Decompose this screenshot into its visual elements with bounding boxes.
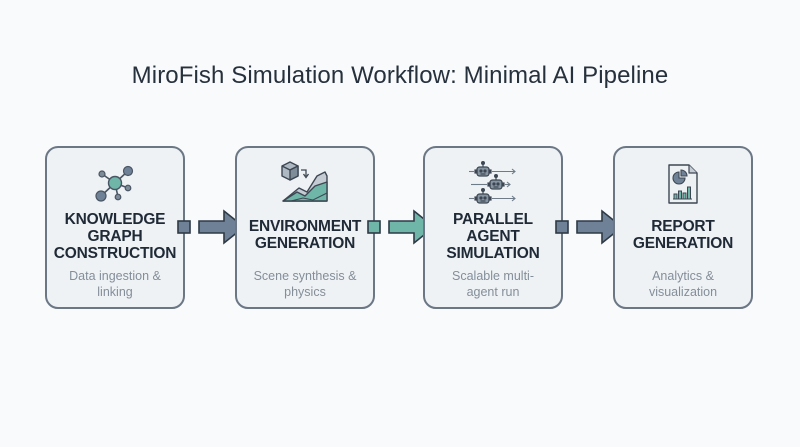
step-heading: REPORT GENERATION xyxy=(615,218,751,252)
flow-arrow-3 xyxy=(555,209,624,245)
cube-terrain-icon xyxy=(281,161,328,202)
step-description-line: Analytics & xyxy=(652,269,714,283)
report-document-icon xyxy=(668,164,698,204)
arrow-tail-square xyxy=(367,220,381,234)
step-description-line: physics xyxy=(284,285,326,299)
step-heading-line: REPORT xyxy=(651,218,715,235)
step-heading-line: GENERATION xyxy=(254,235,356,252)
diagram-title: MiroFish Simulation Workflow: Minimal AI… xyxy=(131,62,669,89)
step-heading-line: PARALLEL xyxy=(453,211,533,228)
step-heading: ENVIRONMENT GENERATION xyxy=(237,218,373,252)
step-heading-line: GRAPH xyxy=(87,228,143,245)
step-description-line: Scene synthesis & xyxy=(253,269,357,283)
step-heading-line: ENVIRONMENT xyxy=(248,218,362,235)
step-knowledge-graph: KNOWLEDGE GRAPH CONSTRUCTION Data ingest… xyxy=(45,146,185,309)
step-description-line: visualization xyxy=(648,285,718,299)
step-parallel-agent-simulation: PARALLEL AGENT SIMULATION Scalable multi… xyxy=(423,146,563,309)
step-heading-line: KNOWLEDGE xyxy=(64,211,166,228)
step-description-line: linking xyxy=(97,285,133,299)
step-description-line: Data ingestion & xyxy=(69,269,161,283)
step-report-generation: REPORT GENERATION Analytics & visualizat… xyxy=(613,146,753,309)
step-description: Analytics & visualization xyxy=(615,268,751,300)
step-heading-line: GENERATION xyxy=(632,235,734,252)
step-description-line: agent run xyxy=(466,285,520,299)
step-description-line: Scalable multi- xyxy=(452,269,534,283)
step-heading-line: AGENT xyxy=(466,228,520,245)
arrow-tail-square xyxy=(177,220,191,234)
arrow-head xyxy=(576,209,624,245)
step-description: Data ingestion & linking xyxy=(47,268,183,300)
step-heading: KNOWLEDGE GRAPH CONSTRUCTION xyxy=(47,211,183,262)
step-environment-generation: ENVIRONMENT GENERATION Scene synthesis &… xyxy=(235,146,375,309)
step-description: Scene synthesis & physics xyxy=(237,268,373,300)
network-graph-icon xyxy=(95,165,134,202)
arrow-head xyxy=(198,209,246,245)
parallel-robots-icon xyxy=(469,161,516,204)
arrow-tail-square xyxy=(555,220,569,234)
step-heading-line: CONSTRUCTION xyxy=(53,245,177,262)
step-heading-line: SIMULATION xyxy=(446,245,540,262)
step-description: Scalable multi- agent run xyxy=(425,268,561,300)
flow-arrow-1 xyxy=(177,209,246,245)
step-heading: PARALLEL AGENT SIMULATION xyxy=(425,211,561,262)
